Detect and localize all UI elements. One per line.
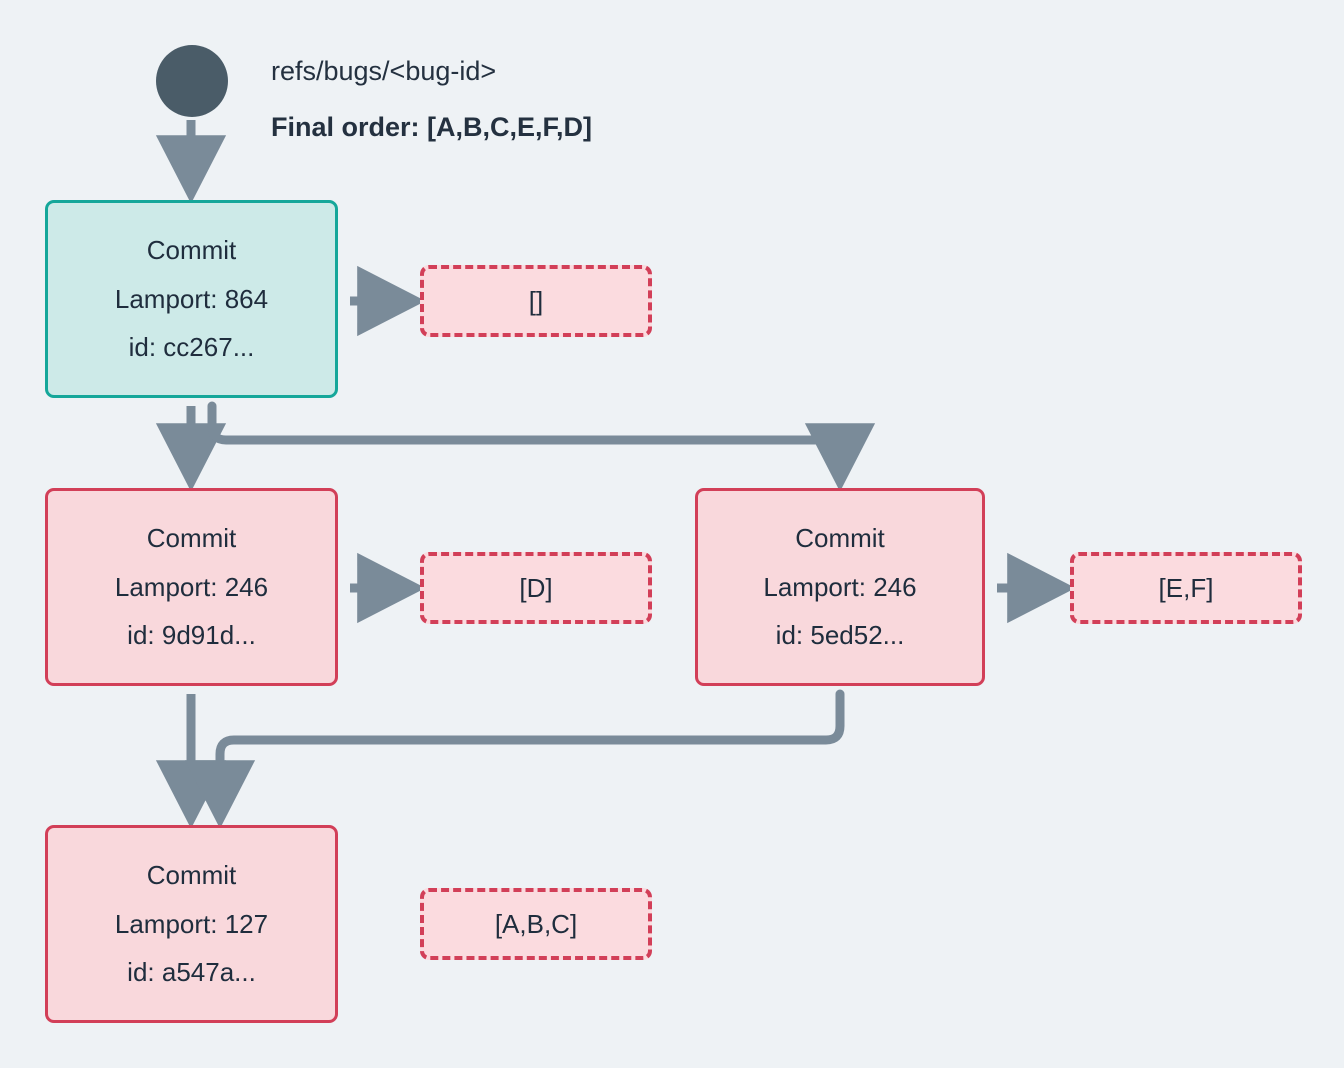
ops-tag-c3: [E,F] <box>1070 552 1302 624</box>
commit-title: Commit <box>146 523 237 554</box>
commit-id: id: 5ed52... <box>775 620 905 651</box>
ref-head-circle <box>156 45 228 117</box>
commit-lamport: Lamport: 246 <box>114 571 269 602</box>
final-order-label: Final order: [A,B,C,E,F,D] <box>271 112 593 142</box>
edge-c3-to-c4 <box>184 689 845 829</box>
commit-node-c2[interactable]: Commit Lamport: 246 id: 9d91d... <box>45 488 338 686</box>
commit-node-c3[interactable]: Commit Lamport: 246 id: 5ed52... <box>695 488 985 686</box>
commit-lamport: Lamport: 127 <box>114 908 269 939</box>
commit-node-c4[interactable]: Commit Lamport: 127 id: a547a... <box>45 825 338 1023</box>
commit-id: id: cc267... <box>128 332 255 363</box>
commit-id: id: a547a... <box>127 957 256 988</box>
ref-path-label: refs/bugs/<bug-id> <box>271 56 497 86</box>
commit-lamport: Lamport: 864 <box>114 283 269 314</box>
edge-c1-to-c3 <box>207 401 876 492</box>
commit-title: Commit <box>146 235 237 266</box>
commit-title: Commit <box>146 860 237 891</box>
commit-title: Commit <box>795 523 885 554</box>
commit-id: id: 9d91d... <box>127 620 256 651</box>
commit-node-c1[interactable]: Commit Lamport: 864 id: cc267... <box>45 200 338 398</box>
ops-tag-c2: [D] <box>420 552 652 624</box>
ops-tag-c1: [] <box>420 265 652 337</box>
commit-lamport: Lamport: 246 <box>763 571 917 602</box>
ops-tag-c4: [A,B,C] <box>420 888 652 960</box>
